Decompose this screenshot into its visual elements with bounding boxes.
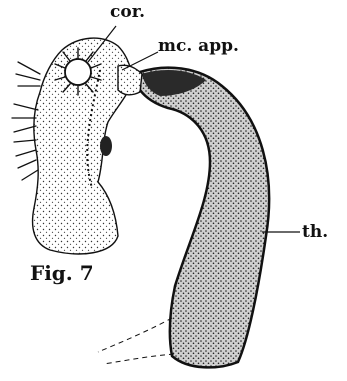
connector-neck [118, 65, 142, 95]
figure-caption: Fig. 7 [30, 263, 94, 283]
dark-nodule [100, 136, 112, 156]
label-muscular-appendage: mc. app. [158, 38, 239, 55]
base-dashed-upper [98, 318, 172, 352]
thallus-shape [140, 68, 269, 368]
label-corona: cor. [110, 4, 145, 21]
base-dashed-lower [104, 354, 174, 364]
label-thallus: th. [302, 224, 328, 241]
